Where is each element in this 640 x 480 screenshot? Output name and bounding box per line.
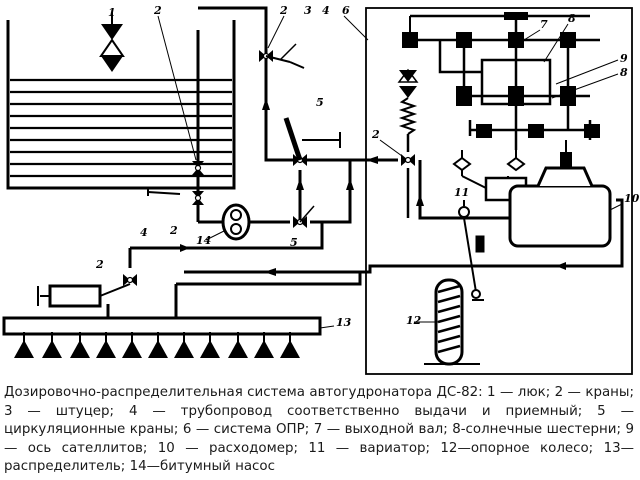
- label-8: 8: [568, 12, 576, 25]
- label-5: 5: [290, 236, 298, 249]
- pump-icon: [221, 203, 251, 241]
- label-2: 2: [95, 258, 104, 271]
- wheel-drive: [463, 217, 485, 301]
- piping: [106, 6, 624, 320]
- arrow-icon: [180, 98, 566, 276]
- diamond-joints: [452, 156, 526, 172]
- label-6: 6: [342, 4, 350, 17]
- distributor: [2, 316, 322, 359]
- label-2: 2: [169, 224, 178, 237]
- label-1: 1: [108, 6, 116, 19]
- actuator-cylinder: [37, 283, 131, 308]
- label-12: 12: [406, 314, 422, 327]
- label-7: 7: [540, 18, 548, 31]
- relief-valve: [397, 68, 419, 152]
- label-10: 10: [624, 192, 640, 205]
- valve-icon: [400, 153, 416, 167]
- hatch-icon: [99, 12, 125, 72]
- label-2: 2: [153, 4, 162, 17]
- label-13: 13: [336, 316, 352, 329]
- label-5: 5: [316, 96, 324, 109]
- label-2: 2: [279, 4, 288, 17]
- label-4: 4: [322, 4, 330, 17]
- label-8: 8: [620, 66, 628, 79]
- part-labels: 1 2 2 3 4 6 7 8 9 8 5 2 4 2 14 5 11 10 2…: [95, 4, 640, 329]
- label-14: 14: [196, 234, 211, 247]
- label-9: 9: [620, 52, 628, 65]
- label-11: 11: [454, 186, 469, 199]
- valve-icon: [191, 190, 205, 206]
- gear-icon: [402, 12, 600, 138]
- label-3: 3: [304, 4, 312, 17]
- figure-caption: Дозировочно-распределительная система ав…: [4, 385, 634, 474]
- label-4: 4: [140, 226, 148, 239]
- label-2: 2: [371, 128, 380, 141]
- wheel-icon: [424, 278, 480, 366]
- leader-lines: [157, 15, 623, 329]
- schematic-diagram: 1 2 2 3 4 6 7 8 9 8 5 2 4 2 14 5 11 10 2…: [2, 4, 640, 375]
- flowmeter-icon: [508, 140, 612, 248]
- caption-band: Дозировочно-распределительная система ав…: [0, 380, 640, 480]
